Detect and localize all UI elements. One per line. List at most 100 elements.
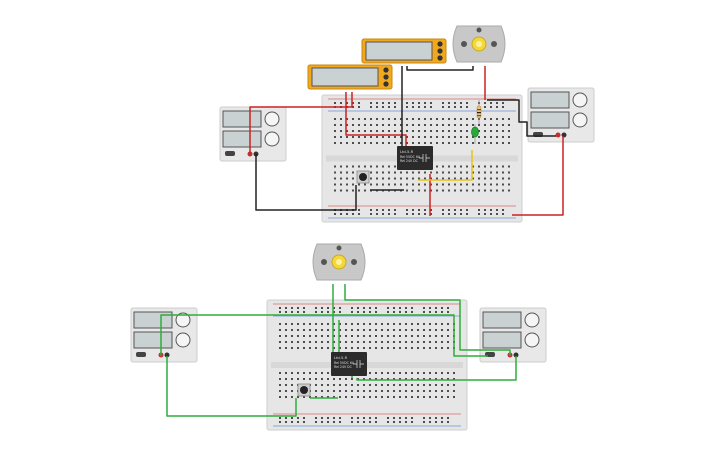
rail-hole [279, 311, 281, 313]
terminal-hole [406, 183, 408, 186]
terminal-hole [399, 323, 401, 325]
terminal-hole [484, 177, 486, 180]
positive-terminal[interactable] [555, 132, 561, 138]
rail-hole [435, 421, 437, 423]
terminal-hole [454, 189, 456, 192]
terminal-hole [333, 396, 335, 398]
wire-green-psu-positive[interactable] [160, 314, 488, 357]
terminal-hole [412, 171, 414, 174]
button-cap[interactable] [300, 386, 308, 394]
terminal-hole [363, 396, 365, 398]
rail-hole [405, 307, 407, 309]
terminal-hole [303, 372, 305, 374]
rail-hole [460, 102, 462, 104]
wire-red-psu-right-positive[interactable] [512, 136, 564, 216]
terminal-hole [303, 347, 305, 349]
wire-red-meter-to-relay[interactable] [345, 92, 407, 150]
negative-terminal[interactable] [164, 352, 170, 358]
voltage-knob[interactable] [572, 92, 588, 108]
multimeter-port[interactable] [437, 55, 443, 61]
terminal-hole [346, 130, 348, 132]
terminal-hole [424, 130, 426, 132]
terminal-hole [285, 396, 287, 398]
motor-screw [476, 27, 482, 33]
rail-hole [460, 213, 462, 215]
terminal-hole [502, 136, 504, 138]
rail-hole [375, 307, 377, 309]
current-knob[interactable] [264, 131, 280, 147]
terminal-hole [490, 130, 492, 132]
led-green[interactable] [471, 124, 479, 144]
terminal-hole [417, 347, 419, 349]
current-knob[interactable] [572, 112, 588, 128]
rail-hole [466, 106, 468, 108]
terminal-hole [411, 396, 413, 398]
dc-motor-top[interactable] [452, 25, 506, 63]
multimeter-top-2[interactable] [361, 38, 447, 64]
terminal-hole [496, 171, 498, 174]
multimeter-port[interactable] [383, 74, 389, 80]
rail-hole [454, 209, 456, 211]
negative-terminal[interactable] [513, 352, 519, 358]
wire-green-relay-to-psu-right[interactable] [356, 356, 517, 381]
current-knob[interactable] [524, 332, 540, 348]
wire-red-psu-to-meter[interactable] [249, 92, 353, 154]
wire-black-psu-right-ground[interactable] [487, 99, 556, 137]
terminal-hole [279, 384, 281, 386]
multimeter-port[interactable] [383, 81, 389, 87]
terminal-hole [333, 378, 335, 380]
terminal-hole [309, 341, 311, 343]
terminal-hole [405, 384, 407, 386]
wire-black-meter-to-motor[interactable] [406, 66, 474, 71]
power-supply-top-right[interactable] [527, 87, 595, 143]
terminal-hole [435, 378, 437, 380]
button-cap[interactable] [359, 173, 367, 181]
terminal-hole [508, 189, 510, 192]
terminal-hole [424, 124, 426, 126]
dc-motor-bottom[interactable] [312, 243, 366, 281]
terminal-hole [352, 136, 354, 138]
push-button-bottom[interactable] [297, 383, 311, 397]
terminal-hole [358, 189, 360, 192]
wire-yellow-relay-to-led[interactable] [418, 150, 473, 181]
multimeter-port[interactable] [383, 67, 389, 73]
rail-hole [369, 417, 371, 419]
terminal-hole [490, 165, 492, 168]
rail-hole [346, 213, 348, 215]
rail-hole [357, 307, 359, 309]
multimeter-port[interactable] [437, 41, 443, 47]
multimeter-top-1[interactable] [307, 64, 393, 90]
terminal-hole [435, 329, 437, 331]
rail-hole [333, 421, 335, 423]
push-button-top[interactable] [356, 170, 370, 184]
wire-green-psu-ground-to-button[interactable] [166, 356, 297, 417]
terminal-hole [376, 177, 378, 180]
rail-hole [340, 102, 342, 104]
power-switch[interactable] [225, 151, 235, 156]
wire-black-psu-ground[interactable] [255, 154, 357, 211]
power-supply-bottom-left[interactable] [130, 307, 198, 363]
voltage-knob[interactable] [175, 312, 191, 328]
terminal-hole [466, 118, 468, 120]
current-knob[interactable] [175, 332, 191, 348]
resistor[interactable] [476, 100, 482, 124]
terminal-hole [417, 390, 419, 392]
voltage-knob[interactable] [264, 111, 280, 127]
power-switch[interactable] [136, 352, 146, 357]
rail-hole [411, 307, 413, 309]
multimeter-port[interactable] [437, 48, 443, 54]
rail-hole [435, 307, 437, 309]
terminal-hole [399, 329, 401, 331]
power-supply-top-left[interactable] [219, 106, 287, 162]
rail-hole [406, 106, 408, 108]
terminal-hole [321, 384, 323, 386]
terminal-hole [358, 124, 360, 126]
wire-green-motor-to-psu-right[interactable] [344, 284, 511, 356]
voltage-knob[interactable] [524, 312, 540, 328]
power-supply-bottom-right[interactable] [479, 307, 547, 363]
terminal-hole [441, 347, 443, 349]
terminal-hole [334, 183, 336, 186]
terminal-hole [345, 384, 347, 386]
